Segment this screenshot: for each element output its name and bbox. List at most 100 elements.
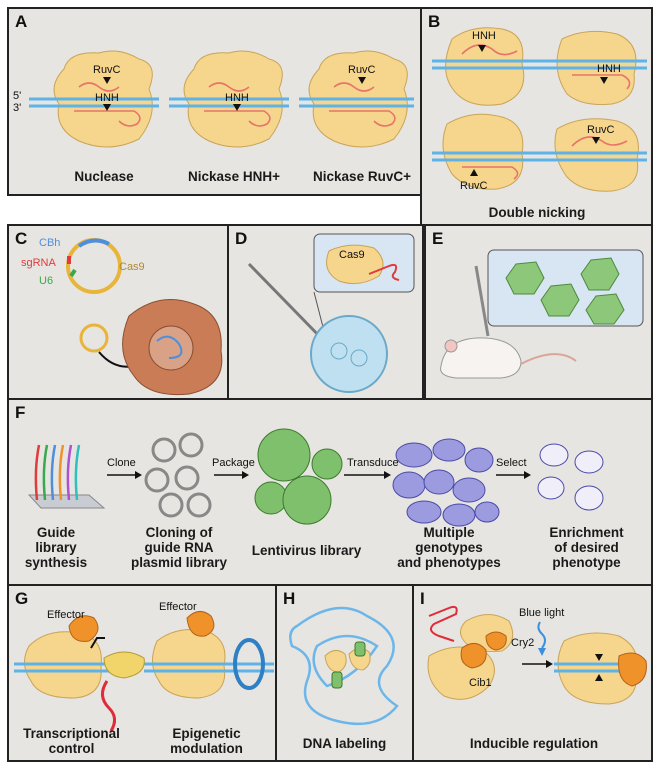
panel-b-illustration: HNH HNH RuvC RuvC	[432, 27, 647, 192]
blue-light-arrowhead	[538, 648, 546, 656]
panel-e: E	[424, 224, 653, 400]
arrow-head	[242, 471, 249, 479]
virus-particle	[585, 293, 625, 325]
rna-polymerase	[103, 651, 145, 679]
step-package: Package	[212, 457, 255, 469]
caption-epigenetic: Epigenetic modulation	[170, 726, 243, 756]
panel-g-illustration: Effector Effector	[14, 601, 274, 732]
zygote	[310, 315, 388, 393]
guide-rna-b	[461, 44, 631, 180]
nick-marker	[103, 77, 111, 84]
fluorescent-tag	[354, 641, 366, 657]
plasmid	[66, 238, 122, 294]
nick-marker	[600, 77, 608, 84]
step-clone: Clone	[107, 457, 136, 469]
panel-c: C CBh sgRNA U6 Cas9	[7, 224, 229, 400]
five-prime-label: 5'	[13, 90, 21, 102]
panel-f-illustration: Clone Package Transduce Select	[27, 428, 604, 527]
effector-label: Effector	[159, 601, 197, 613]
step-transduce: Transduce	[347, 457, 399, 469]
lentivirus	[311, 448, 343, 480]
hnh-label: HNH	[95, 92, 119, 104]
arrow-head	[135, 471, 142, 479]
caption-cloning: Cloning of guide RNA plasmid library	[130, 525, 228, 570]
guide-rna	[428, 605, 458, 642]
transcript	[101, 680, 116, 732]
cas9-reassembled	[557, 632, 638, 705]
panel-b-label: B	[428, 12, 441, 31]
caption-transcriptional: Transcriptional control	[23, 726, 120, 756]
nick-marker	[103, 104, 111, 111]
caption-lentivirus: Lentivirus library	[251, 543, 362, 558]
caption-guide-library: Guide library synthesis	[24, 525, 88, 570]
lentivirus	[282, 475, 332, 525]
panel-i: I Cry2 Cib1 Blue light Inducible regulat…	[412, 584, 653, 762]
effector-complex	[618, 652, 647, 687]
panel-g-label: G	[15, 589, 29, 608]
nick-marker	[595, 674, 603, 681]
u6-arrow	[69, 268, 77, 278]
panel-g: G Effector Effector Transcriptional cont…	[7, 584, 277, 762]
fluorescent-tag	[331, 671, 343, 689]
guide-rna-a	[74, 82, 396, 127]
panel-h: H DNA labeling	[275, 584, 414, 762]
dna-strands-a	[29, 97, 414, 108]
virus-particle	[540, 283, 580, 317]
panel-f-label: F	[15, 403, 26, 422]
virus-particle	[505, 261, 545, 295]
panel-e-illustration	[440, 249, 644, 379]
mouse-tail	[520, 353, 577, 365]
cas9-blob	[554, 118, 639, 192]
panel-f: F Clone Package Transduce Select	[7, 398, 653, 586]
panel-i-illustration: Cry2 Cib1 Blue light	[427, 605, 647, 705]
hnh-label: HNH	[225, 92, 249, 104]
pronucleus	[350, 349, 368, 367]
cas9-blob	[324, 650, 347, 673]
caption-dna-labeling: DNA labeling	[302, 736, 387, 751]
panel-h-label: H	[283, 589, 296, 608]
blue-light-label: Blue light	[519, 607, 564, 619]
panel-a: A RuvC HNH HNH RuvC 5' 3' Nucl	[7, 7, 422, 196]
caption-inducible: Inducible regulation	[469, 736, 599, 751]
cas9-label: Cas9	[339, 249, 365, 261]
panel-h-illustration	[289, 606, 399, 726]
cas9-label: Cas9	[119, 261, 145, 273]
selected-cells	[537, 443, 604, 511]
cry2-domain	[485, 631, 507, 651]
panel-c-illustration: CBh sgRNA U6 Cas9	[21, 237, 223, 396]
panel-i-label: I	[420, 589, 425, 608]
hnh-label: HNH	[472, 30, 496, 42]
effector-protein	[186, 611, 215, 637]
nick-marker	[470, 169, 478, 176]
cib1-domain	[460, 643, 487, 669]
ruvc-label: RuvC	[348, 64, 376, 76]
caption-double-nicking: Double nicking	[488, 205, 586, 220]
plasmid-library	[144, 432, 212, 518]
guide-strands	[34, 444, 81, 501]
nick-marker	[592, 137, 600, 144]
injection-syringe	[474, 265, 490, 337]
cbh-arrow	[77, 238, 110, 248]
cell-population	[392, 438, 500, 527]
lentivirus	[254, 481, 288, 515]
sgrna-label: sgRNA	[21, 257, 57, 269]
hnh-label: HNH	[597, 63, 621, 75]
cas9-inset-blob	[326, 244, 384, 285]
effector-protein	[68, 615, 99, 642]
u6-label: U6	[39, 275, 53, 287]
caption-nickase-ruvc: Nickase RuvC+	[313, 169, 411, 184]
effector-label: Effector	[47, 609, 85, 621]
panel-b: B HNH HNH RuvC RuvC Double nicking	[420, 7, 653, 227]
step-select: Select	[496, 457, 527, 469]
inset-connector	[313, 291, 325, 332]
library-surface	[27, 494, 106, 509]
caption-genotypes: Multiple genotypes and phenotypes	[397, 525, 501, 570]
lentivirus	[257, 428, 311, 482]
caption-enrichment: Enrichment of desired phenotype	[549, 525, 624, 570]
cell-nucleus	[148, 325, 194, 371]
caption-nuclease: Nuclease	[74, 169, 134, 184]
arrow-head	[546, 660, 553, 668]
panel-d-illustration: Cas9	[247, 233, 415, 393]
nick-marker	[595, 654, 603, 661]
panel-a-illustration: RuvC HNH HNH RuvC 5' 3'	[13, 50, 414, 148]
